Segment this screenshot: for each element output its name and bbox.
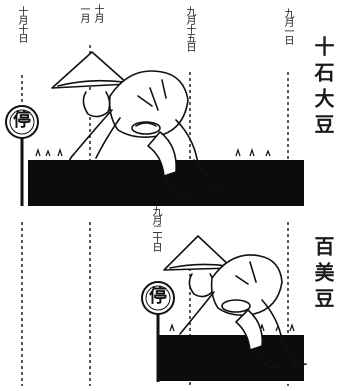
date-label: 九月一日 <box>282 8 293 44</box>
field-band <box>158 335 304 381</box>
date-label: 九月十五日 <box>184 6 195 51</box>
stop-sign-text: 停 <box>149 286 167 307</box>
crop-label: 十石大豆 <box>311 36 335 140</box>
crop-label: 百美豆 <box>311 236 335 314</box>
stop-sign-pole <box>5 105 39 206</box>
date-label: 九月二十日 <box>150 206 161 251</box>
stop-sign-text: 停 <box>13 110 31 131</box>
date-label: 十月 <box>92 4 103 22</box>
farmer-figure <box>163 235 307 369</box>
date-label: 十月十日 <box>16 6 27 42</box>
date-label: 一月 <box>78 4 89 22</box>
stop-sign-pole <box>141 281 175 382</box>
farmer-figure <box>51 51 227 197</box>
